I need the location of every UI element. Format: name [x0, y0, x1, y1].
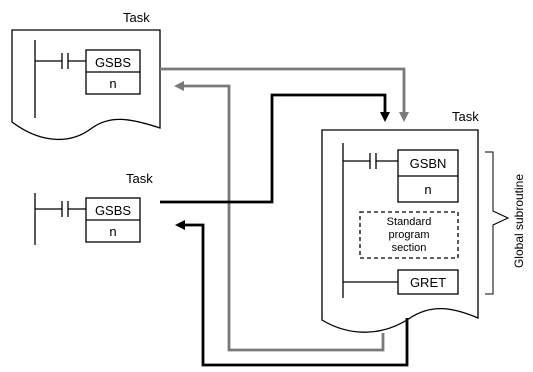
gret-instruction: GRET — [410, 275, 446, 290]
task-top-instruction: GSBS — [95, 55, 131, 70]
task-top-operand: n — [109, 76, 116, 91]
task-top-contact — [35, 53, 86, 69]
task-right-title: Task — [452, 109, 479, 124]
program-section-line-3: section — [392, 242, 427, 254]
task-middle-title: Task — [126, 171, 153, 186]
gsbn-operand: n — [424, 182, 431, 197]
gray-call-path — [160, 67, 409, 122]
global-subroutine-label: Global subroutine — [512, 174, 526, 268]
program-section-line-1: Standard — [387, 216, 432, 228]
task-right-contact — [343, 153, 398, 169]
black-call-path — [160, 93, 390, 204]
standard-program-section-box — [359, 211, 459, 259]
task-middle-instruction: GSBS — [95, 203, 131, 218]
task-middle: Task GSBS n — [34, 171, 153, 245]
gray-return-path — [174, 81, 385, 352]
task-middle-operand: n — [109, 224, 116, 239]
black-return-path — [175, 220, 409, 367]
task-right: Task GSBN n Standard program section GRE… — [321, 109, 479, 333]
gret-instruction-box — [397, 269, 459, 295]
global-subroutine-bracket — [485, 151, 510, 295]
task-middle-contact — [35, 201, 86, 217]
gsbn-instruction: GSBN — [410, 156, 447, 171]
program-section-line-2: program — [389, 229, 430, 241]
task-top: Task GSBS n — [11, 10, 161, 140]
task-top-title: Task — [123, 10, 150, 25]
